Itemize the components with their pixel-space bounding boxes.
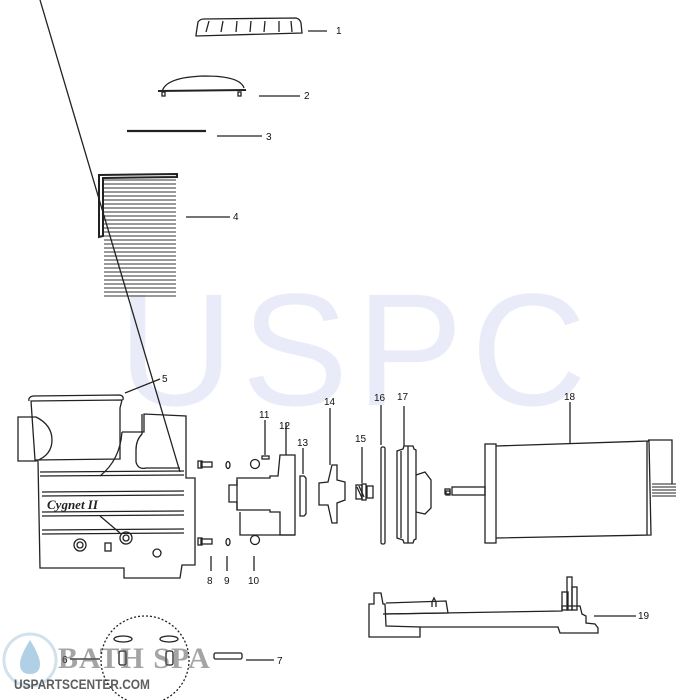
callout-17: 17 (397, 392, 409, 403)
lid-grille-part (195, 17, 327, 37)
pump-housing-part (17, 0, 196, 579)
callout-6: 6 (62, 655, 68, 666)
drain-plug-set-part (70, 615, 190, 700)
water-drop-logo-icon (2, 632, 58, 688)
callout-5: 5 (162, 374, 168, 385)
motor-base-part (368, 576, 636, 638)
callout-2: 2 (304, 91, 310, 102)
impeller-part (318, 408, 346, 524)
callout-7: 7 (277, 656, 283, 667)
lid-o-ring-part (127, 129, 262, 137)
diffuser-part (228, 423, 296, 536)
site-watermark: USPARTSCENTER.COM (14, 676, 150, 692)
callout-15: 15 (355, 434, 367, 445)
lid-part (157, 75, 300, 97)
callout-11: 11 (259, 410, 270, 421)
seal-plate-part (396, 406, 451, 544)
callout-labels: 1 2 3 4 5 6 7 8 9 10 11 12 13 14 15 16 1… (62, 26, 650, 667)
diffuser-o-ring-part (299, 448, 307, 517)
brand-watermark: BATH SPA (58, 642, 211, 675)
callout-10: 10 (248, 576, 260, 587)
callout-9: 9 (224, 576, 230, 587)
motor-part (444, 402, 676, 544)
callout-1: 1 (336, 26, 342, 37)
callout-14: 14 (324, 397, 336, 408)
callout-16: 16 (374, 393, 386, 404)
callout-4: 4 (233, 212, 239, 223)
callout-3: 3 (266, 132, 272, 143)
shaft-seal-part (355, 447, 374, 501)
fastener-set (197, 420, 270, 571)
callout-8: 8 (207, 576, 213, 587)
drain-plug-part (213, 652, 274, 661)
callout-13: 13 (297, 438, 309, 449)
callout-12: 12 (279, 421, 291, 432)
seal-plate-o-ring-part (380, 405, 386, 545)
callout-19: 19 (638, 611, 650, 622)
housing-logo: Cygnet II (47, 497, 99, 512)
strainer-basket-part (98, 172, 230, 297)
callout-18: 18 (564, 392, 576, 403)
